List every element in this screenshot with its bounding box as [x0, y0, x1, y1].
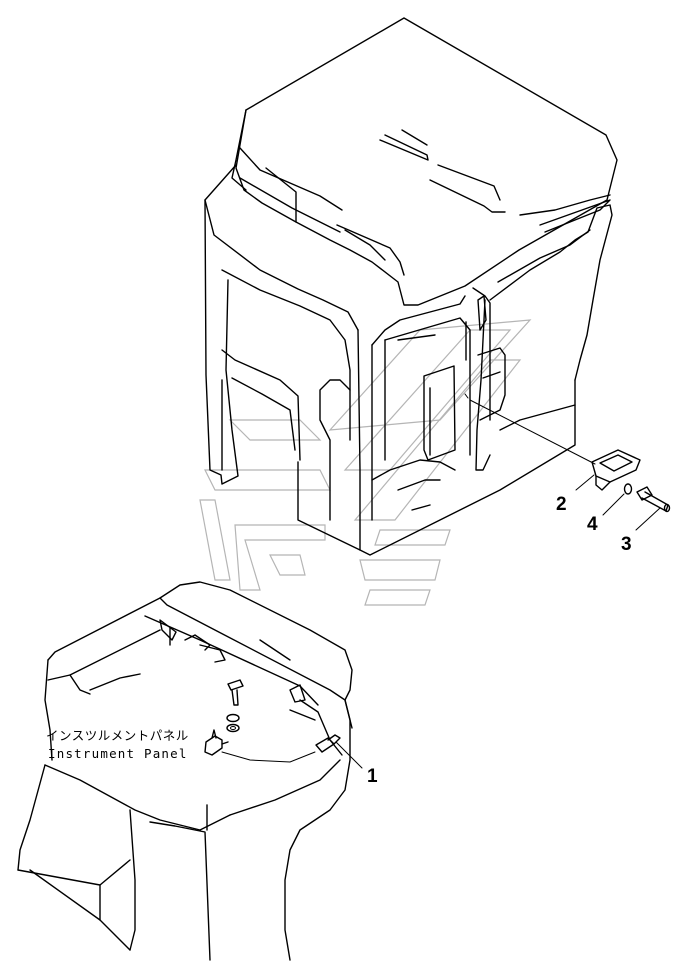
part-2-bracket [591, 449, 641, 491]
upper-leader-lines [575, 474, 661, 531]
watermark-logo [199, 319, 532, 606]
callout-3: 3 [621, 534, 632, 555]
callout-2: 2 [556, 494, 567, 515]
cab-cover-drawing [204, 17, 618, 556]
callout-4: 4 [587, 514, 598, 535]
callout-1: 1 [367, 766, 378, 787]
instrument-panel-label-japanese: インスツルメントパネル [46, 728, 189, 743]
instrument-panel-label-english: Instrument Panel [48, 746, 188, 761]
part-3-bolt [636, 486, 671, 513]
part-4-washer [623, 483, 633, 495]
instrument-panel-drawing [17, 581, 363, 961]
